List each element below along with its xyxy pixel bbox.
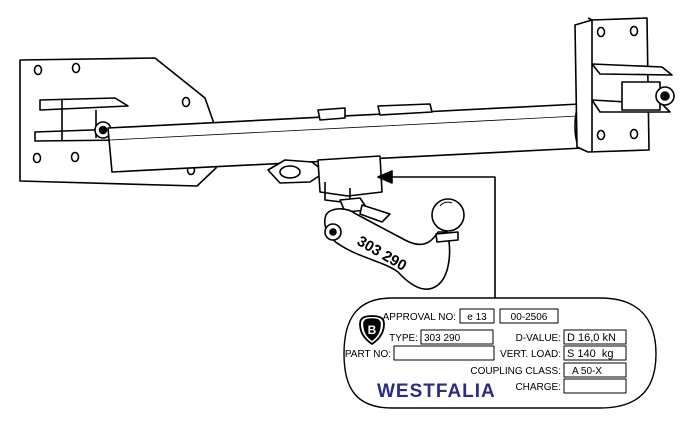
vert-load-box <box>563 345 627 361</box>
type-plate <box>343 297 657 409</box>
d-value-box <box>563 329 627 345</box>
type-value-box <box>420 329 494 345</box>
right-mounting-bracket <box>574 17 675 153</box>
vert-load-value: S 140 kg <box>567 348 613 360</box>
part-number-label: PART NO: <box>345 349 391 360</box>
logo-letter: B <box>368 323 377 337</box>
type-value: 303 290 <box>424 333 461 344</box>
westfalia-brand: WESTFALIA <box>377 381 496 402</box>
charge-label: CHARGE: <box>515 382 561 393</box>
plate-leader-line <box>377 170 496 300</box>
coupling-class-label: COUPLING CLASS: <box>470 366 561 377</box>
type-label: TYPE: <box>389 333 418 344</box>
part-number-box <box>393 345 495 361</box>
coupling-mount <box>267 103 433 213</box>
approval-value1: e 13 <box>467 312 487 323</box>
vert-load-label: VERT. LOAD: <box>500 349 561 360</box>
approval-label: APPROVAL NO: <box>383 312 456 323</box>
d-value: D 16,0 kN <box>567 332 616 344</box>
d-value-label: D-VALUE: <box>516 333 561 344</box>
certification-logo <box>359 315 385 345</box>
coupling-class-value: A 50-X <box>572 366 602 377</box>
coupling-class-box <box>563 362 627 378</box>
approval-value2-box <box>499 308 559 324</box>
approval-value2: 00-2506 <box>511 312 548 323</box>
charge-box <box>563 378 627 394</box>
approval-value1-box <box>459 308 495 324</box>
tow-hook-arm <box>324 198 465 290</box>
